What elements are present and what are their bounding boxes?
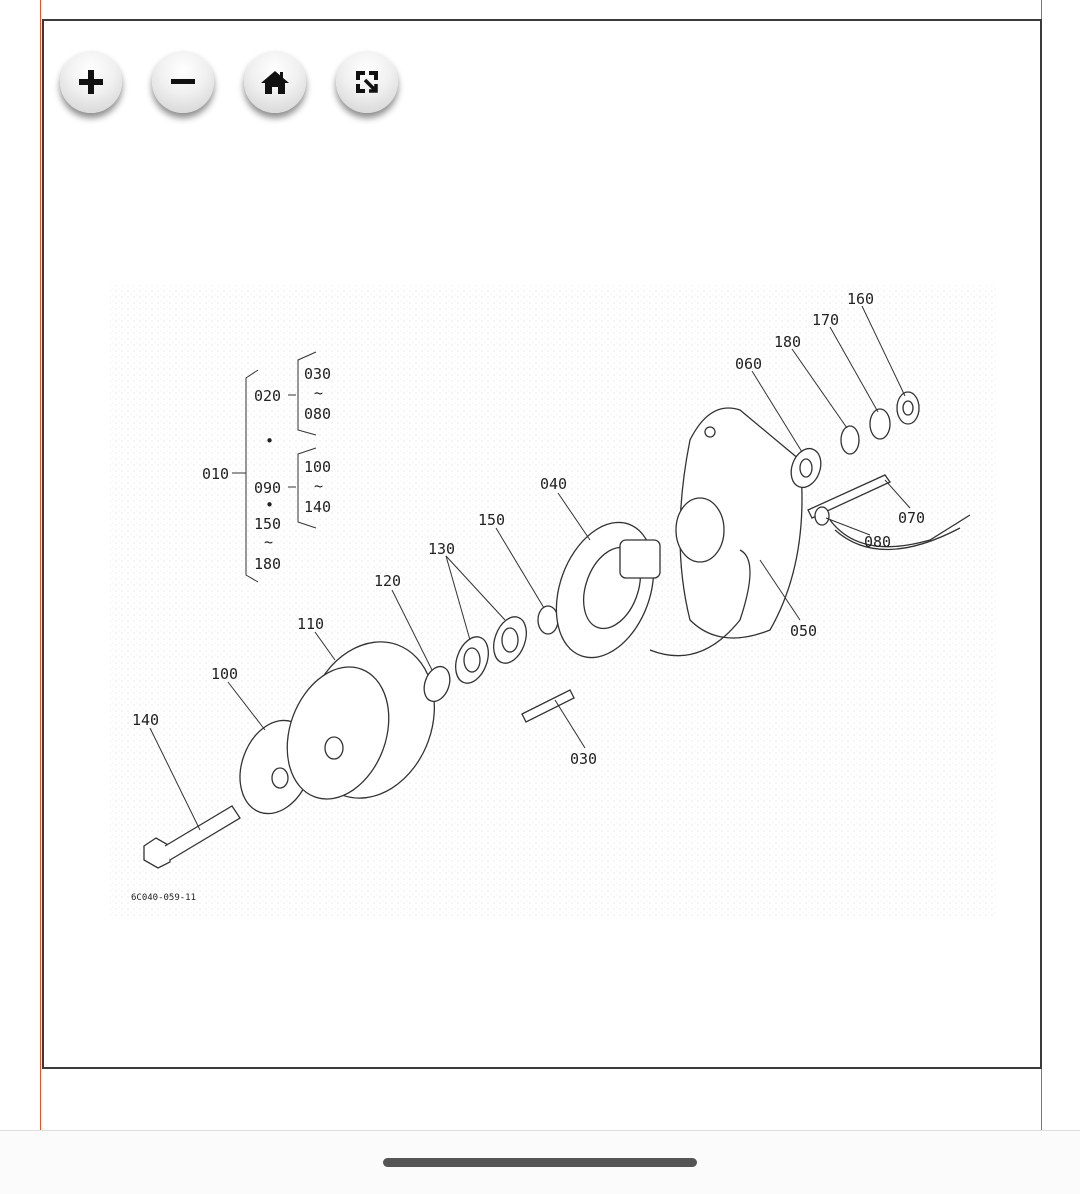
diagram-background: [110, 285, 996, 919]
housing-part: [649, 407, 803, 657]
callout-160[interactable]: 160: [847, 290, 874, 308]
figure-code: 6C040-059-11: [131, 893, 196, 903]
assembly-tree: 010 020 030 ~ 080 • 090 100 ~ 140 • 150 …: [202, 365, 331, 573]
tree-dot: •: [265, 432, 274, 450]
tree-root: 010: [202, 465, 229, 483]
callout-110[interactable]: 110: [297, 615, 324, 633]
tree-g1-to: 080: [304, 405, 331, 423]
rotor-part: [286, 641, 436, 800]
tree-g2: 090: [254, 479, 281, 497]
fullscreen-icon: [356, 71, 378, 93]
callout-060[interactable]: 060: [735, 355, 762, 373]
tree-g1: 020: [254, 387, 281, 405]
fullscreen-button[interactable]: [336, 51, 398, 113]
home-indicator[interactable]: [383, 1158, 697, 1167]
callout-120[interactable]: 120: [374, 572, 401, 590]
callout-070[interactable]: 070: [898, 509, 925, 527]
tree-tilde: ~: [314, 384, 323, 402]
zoom-in-button[interactable]: [60, 51, 122, 113]
callout-100[interactable]: 100: [211, 665, 238, 683]
tree-dot: •: [265, 496, 274, 514]
home-button[interactable]: [244, 51, 306, 113]
callout-130[interactable]: 130: [428, 540, 455, 558]
callout-030[interactable]: 030: [570, 750, 597, 768]
plus-icon: [79, 70, 103, 94]
callout-050[interactable]: 050: [790, 622, 817, 640]
minus-icon: [171, 79, 195, 84]
tree-g1-from: 030: [304, 365, 331, 383]
tree-g3-from: 150: [254, 515, 281, 533]
callout-150[interactable]: 150: [478, 511, 505, 529]
callout-170[interactable]: 170: [812, 311, 839, 329]
left-edge-line: [40, 0, 41, 1130]
callout-080[interactable]: 080: [864, 533, 891, 551]
callout-040[interactable]: 040: [540, 475, 567, 493]
tree-tilde: ~: [264, 533, 273, 551]
callout-180[interactable]: 180: [774, 333, 801, 351]
callout-140[interactable]: 140: [132, 711, 159, 729]
tree-g2-to: 140: [304, 498, 331, 516]
leader-lines: [149, 305, 911, 831]
zoom-out-button[interactable]: [152, 51, 214, 113]
home-icon: [261, 71, 289, 94]
tree-tilde: ~: [314, 477, 323, 495]
callout-labels: 160 170 180 060 040 150 130 120 110 100 …: [132, 290, 925, 768]
tree-g3-to: 180: [254, 555, 281, 573]
tree-g2-from: 100: [304, 458, 331, 476]
stator-part: [555, 521, 661, 659]
